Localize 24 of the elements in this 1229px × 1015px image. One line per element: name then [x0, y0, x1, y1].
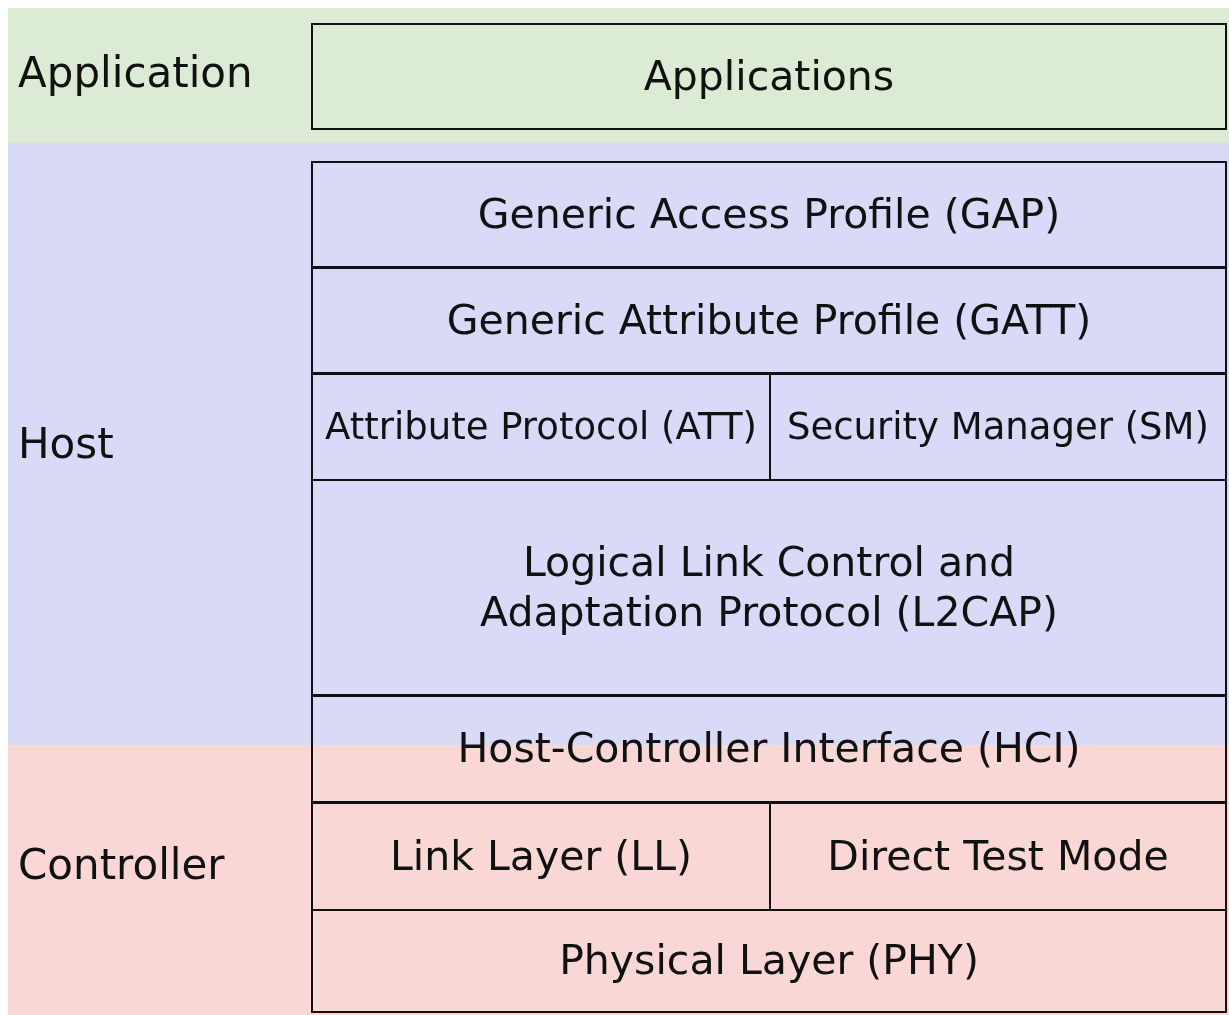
- layer-name: Applications: [642, 51, 896, 102]
- protocol-layer-box: [311, 23, 1227, 130]
- layer-name: Generic Access Profile (GAP): [476, 189, 1062, 240]
- layer-label: Controller: [18, 840, 225, 889]
- protocol-layer-box: [311, 161, 1227, 268]
- layer-name: Link Layer (LL): [389, 831, 693, 882]
- protocol-layer-box: [769, 373, 1227, 481]
- protocol-layer-box: [769, 802, 1227, 911]
- protocol-layer-box: [311, 695, 1227, 803]
- layer-name: Host-Controller Interface (HCI): [456, 724, 1082, 774]
- layer-name: Security Manager (SM): [786, 406, 1210, 448]
- layer-band: [8, 8, 1229, 143]
- layer-name: Direct Test Mode: [826, 831, 1170, 882]
- layer-label: Application: [18, 48, 253, 97]
- protocol-layer-box: [311, 267, 1227, 374]
- protocol-layer-box: [311, 802, 771, 911]
- protocol-layer-box: [311, 909, 1227, 1013]
- layer-name: Physical Layer (PHY): [558, 936, 980, 986]
- layer-name: Generic Attribute Profile (GATT): [445, 295, 1093, 346]
- layer-name: Attribute Protocol (ATT): [324, 406, 758, 448]
- layer-name: Logical Link Control and Adaptation Protocol (L2CAP): [479, 538, 1059, 637]
- protocol-layer-box: [311, 373, 771, 481]
- layer-label: Host: [18, 419, 114, 468]
- protocol-layer-box: [311, 479, 1227, 696]
